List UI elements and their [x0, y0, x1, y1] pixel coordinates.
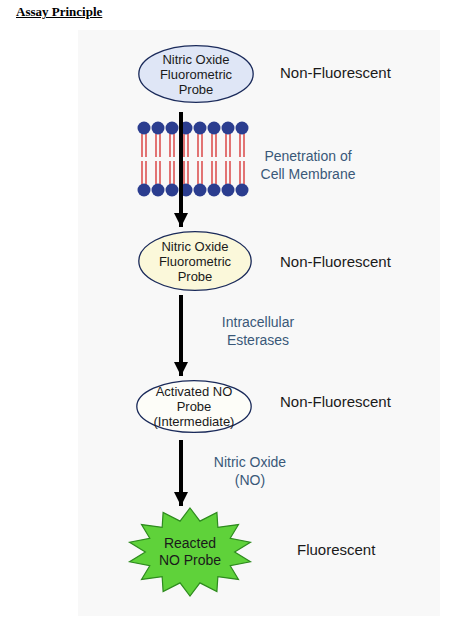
flow-arrow: [179, 112, 183, 227]
state-label: Non-Fluorescent: [280, 64, 391, 81]
result-starburst: Reacted NO Probe: [128, 508, 252, 596]
page-title: Assay Principle: [16, 4, 102, 20]
flow-arrow: [179, 440, 183, 506]
node-label: Nitric Oxide Fluorometric Probe: [141, 52, 251, 97]
probe-ellipse: Nitric Oxide Fluorometric Probe: [138, 45, 254, 103]
node-label: Activated NO Probe (Intermediate): [138, 384, 250, 429]
flow-arrow: [179, 295, 183, 376]
step-label: Intracellular Esterases: [208, 313, 308, 349]
state-label: Fluorescent: [297, 541, 375, 558]
step-label: Penetration of Cell Membrane: [252, 147, 364, 183]
diagram-panel: [78, 30, 440, 616]
node-label: Reacted NO Probe: [154, 535, 226, 569]
step-label: Nitric Oxide (NO): [200, 453, 300, 489]
state-label: Non-Fluorescent: [280, 393, 391, 410]
probe-ellipse: Activated NO Probe (Intermediate): [136, 380, 252, 433]
probe-ellipse: Nitric Oxide Fluorometric Probe: [138, 231, 252, 291]
lipid-bilayer: [137, 121, 249, 197]
node-label: Nitric Oxide Fluorometric Probe: [140, 239, 250, 284]
state-label: Non-Fluorescent: [280, 253, 391, 270]
